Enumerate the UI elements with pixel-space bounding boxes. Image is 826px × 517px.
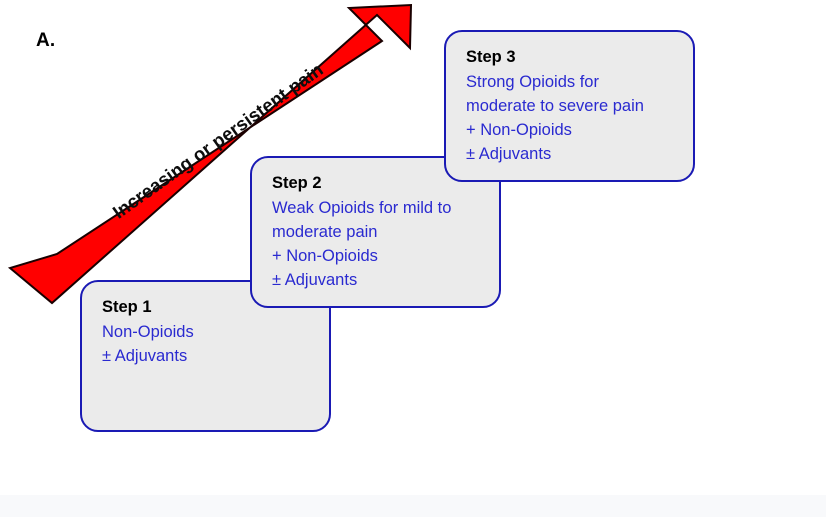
- step-3-box[interactable]: Step 3 Strong Opioids for moderate to se…: [444, 30, 695, 182]
- step-1-box[interactable]: Step 1 Non-Opioids ± Adjuvants: [80, 280, 331, 432]
- step-2-line-2: moderate pain: [272, 222, 378, 241]
- arrow-shape: [7, 3, 413, 305]
- step-2-line-4: ± Adjuvants: [272, 270, 358, 289]
- step-2-content: Step 2 Weak Opioids for mild to moderate…: [252, 158, 499, 293]
- step-2-line-1: Weak Opioids for mild to: [272, 198, 452, 217]
- step-1-content: Step 1 Non-Opioids ± Adjuvants: [82, 282, 329, 369]
- step-2-title: Step 2: [272, 174, 322, 192]
- step-3-line-4: ± Adjuvants: [466, 144, 552, 163]
- step-3-line-2: moderate to severe pain: [466, 96, 644, 115]
- step-3-title: Step 3: [466, 48, 516, 66]
- step-1-title: Step 1: [102, 298, 152, 316]
- step-1-line-1: Non-Opioids: [102, 322, 194, 341]
- step-3-content: Step 3 Strong Opioids for moderate to se…: [446, 32, 693, 167]
- page-band: [0, 495, 826, 517]
- step-3-line-1: Strong Opioids for: [466, 72, 599, 91]
- panel-letter: A.: [36, 30, 56, 51]
- step-3-line-3: + Non-Opioids: [466, 120, 572, 139]
- step-2-line-3: + Non-Opioids: [272, 246, 378, 265]
- step-1-line-2: ± Adjuvants: [102, 346, 188, 365]
